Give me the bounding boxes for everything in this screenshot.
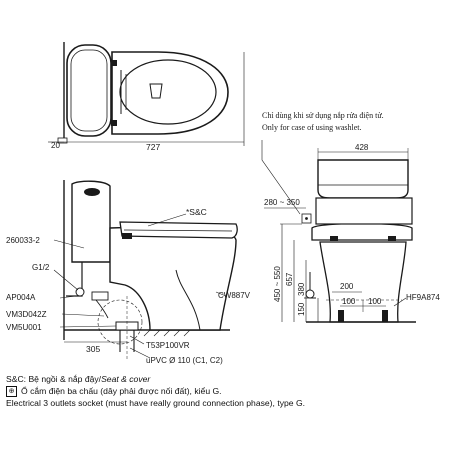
dim-100-left: 100: [342, 297, 356, 306]
dim-200: 200: [340, 282, 354, 291]
label-cw887v: CW887V: [218, 291, 251, 300]
socket-icon: ⊕: [6, 386, 17, 398]
dim-380: 380: [297, 282, 306, 296]
label-g12: G1/2: [32, 263, 50, 272]
dim-100-right: 100: [368, 297, 382, 306]
dim-280-350: 280 ~ 350: [264, 198, 300, 207]
note-vi: Chỉ dùng khi sử dụng nắp rửa điện tử.: [262, 111, 384, 120]
front-view: Chỉ dùng khi sử dụng nắp rửa điện tử. On…: [261, 111, 440, 323]
seat-cover-side: [119, 221, 238, 239]
label-hf9a874: HF9A874: [406, 293, 440, 302]
legend-socket-en: Electrical 3 outlets socket (must have r…: [6, 398, 306, 409]
legend-socket-en-line: Electrical 3 outlets socket (must have r…: [6, 397, 446, 409]
dim-450-550: 450 ~ 550: [273, 266, 282, 302]
legend-sc-en: Seat & cover: [101, 374, 151, 384]
bowl-side: [109, 225, 237, 331]
note-leader: [261, 140, 301, 215]
label-260033: 260033-2: [6, 236, 40, 245]
front-tank: [317, 159, 409, 199]
bowl-outline: [119, 59, 217, 125]
legend-socket-line: ⊕ Ổ cắm điện ba chấu (dây phải được nối đ…: [6, 385, 446, 398]
note-en: Only for case of using washlet.: [262, 123, 362, 132]
front-seat: [311, 222, 413, 241]
front-body-upper: [315, 197, 413, 225]
label-ap004a: AP004A: [6, 293, 36, 302]
dim-150: 150: [297, 302, 306, 316]
dim-428: 428: [355, 143, 369, 152]
legend-sc-text: S&C: Bệ ngồi & nắp đậy/: [6, 374, 102, 384]
drain-hole: [149, 83, 163, 99]
legend-sc-line: S&C: Bệ ngồi & nắp đậy/Seat & cover: [6, 373, 446, 385]
dim-657: 657: [285, 272, 294, 286]
dim-20: 20: [51, 141, 60, 150]
label-vm3d: VM3D042Z: [6, 310, 47, 319]
legend: S&C: Bệ ngồi & nắp đậy/Seat & cover ⊕ Ổ c…: [6, 373, 446, 409]
side-view: *S&C 260033-2 G1/2 AP004A VM3D042Z VM5U0…: [6, 180, 251, 365]
label-t53: T53P100VR: [146, 341, 190, 350]
label-upvc: uPVC Ø 110 (C1, C2): [146, 356, 223, 365]
flush-button-icon: [84, 188, 100, 196]
dim-305: 305: [86, 344, 100, 354]
dim-727: 727: [146, 142, 160, 152]
tank-outline: [66, 44, 112, 137]
legend-socket-vi: Ổ cắm điện ba chấu (dây phải được nối đấ…: [21, 386, 222, 396]
label-sc: *S&C: [186, 207, 207, 217]
top-view: 20 727: [48, 42, 245, 152]
label-vm5u: VM5U001: [6, 323, 42, 332]
